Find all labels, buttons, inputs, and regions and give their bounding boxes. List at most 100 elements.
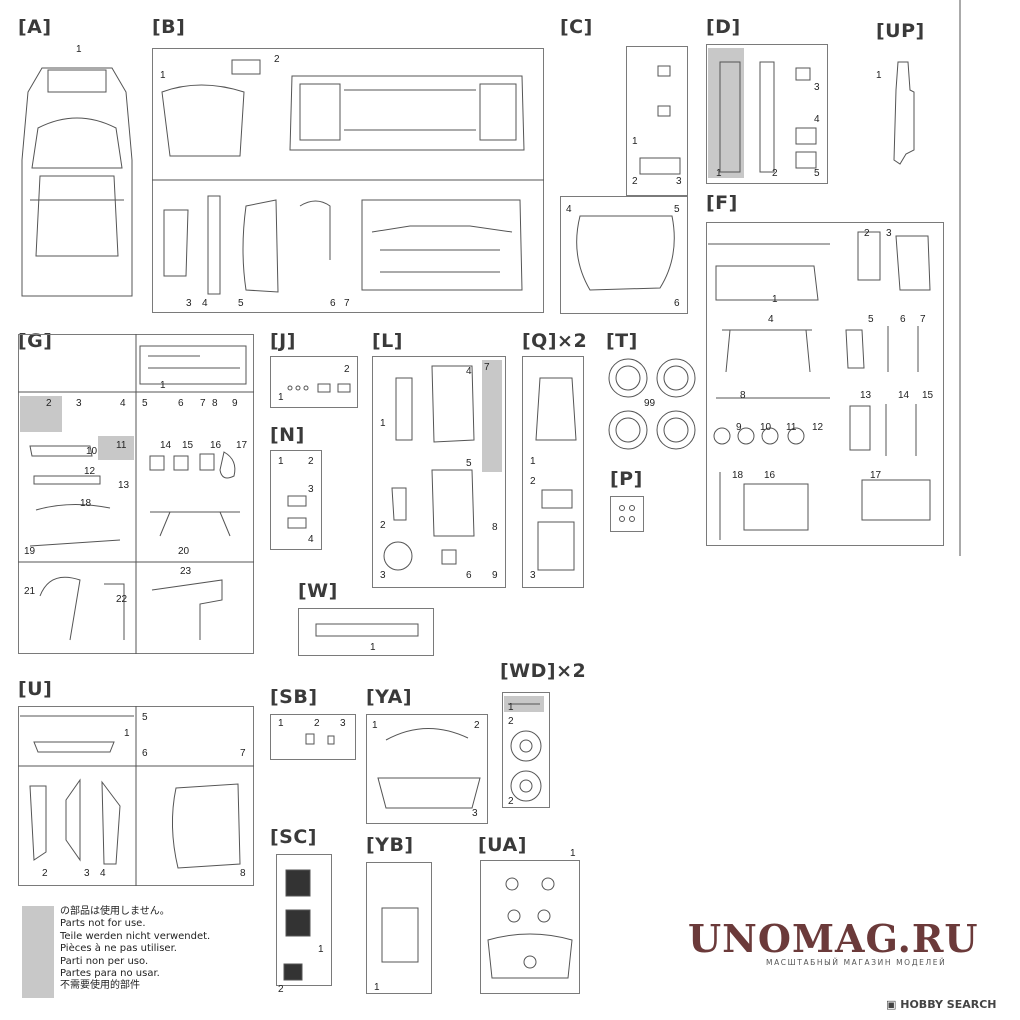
legend-ja: の部品は使用しません。 xyxy=(60,906,170,917)
part-num: 7 xyxy=(344,298,350,309)
part-num: 1 xyxy=(876,70,882,81)
part-num: 21 xyxy=(24,586,36,597)
part-num: 5 xyxy=(466,458,472,469)
part-num: 13 xyxy=(860,390,872,401)
part-num: 2 xyxy=(308,456,314,467)
part-num: 2 xyxy=(344,364,350,375)
part-num: 7 xyxy=(920,314,926,325)
hobby-search-label: HOBBY SEARCH xyxy=(900,998,997,1011)
sprue-label-wd: [WD]×2 xyxy=(500,660,587,682)
legend-it: Parti non per uso. xyxy=(60,955,149,967)
sprue-frame-sb xyxy=(270,714,356,760)
part-num: 1 xyxy=(632,136,638,147)
hobby-search-icon: ▣ xyxy=(886,998,897,1011)
part-num: 1 xyxy=(160,70,166,81)
part-num: 15 xyxy=(922,390,934,401)
part-num: 9 xyxy=(736,422,742,433)
part-num: 15 xyxy=(182,440,194,451)
sprue-label-t: [T] xyxy=(606,330,638,352)
part-num: 8 xyxy=(212,398,218,409)
sprue-frame-ya xyxy=(366,714,488,824)
part-num: 6 xyxy=(674,298,680,309)
part-num: 12 xyxy=(812,422,824,433)
part-num: 18 xyxy=(80,498,92,509)
part-num: 1 xyxy=(380,418,386,429)
unused-part-d1 xyxy=(708,48,744,178)
part-num: 3 xyxy=(84,868,90,879)
part-num: 3 xyxy=(76,398,82,409)
part-num: 18 xyxy=(732,470,744,481)
part-num: 2 xyxy=(274,54,280,65)
sprue-label-ua: [UA] xyxy=(478,834,527,856)
unused-part-g11 xyxy=(98,436,134,460)
part-num: 2 xyxy=(508,796,514,807)
part-num: 1 xyxy=(278,718,284,729)
part-num: 1 xyxy=(530,456,536,467)
sprue-frame-wd xyxy=(502,692,550,808)
part-num: 2 xyxy=(278,984,284,995)
part-num: 2 xyxy=(46,398,52,409)
sprue-label-sb: [SB] xyxy=(270,686,318,708)
part-num: 8 xyxy=(240,868,246,879)
part-num: 1 xyxy=(370,642,376,653)
part-num: 23 xyxy=(180,566,192,577)
part-num: 7 xyxy=(484,362,490,373)
sprue-frame-f xyxy=(706,222,944,546)
part-num: 1 xyxy=(278,392,284,403)
part-num: 14 xyxy=(898,390,910,401)
sprue-frame-l xyxy=(372,356,506,588)
part-num: 2 xyxy=(380,520,386,531)
part-num: 3 xyxy=(472,808,478,819)
part-num: 2 xyxy=(632,176,638,187)
part-num: 1 xyxy=(570,848,576,859)
part-num: 11 xyxy=(116,440,127,451)
part-num: 12 xyxy=(84,466,96,477)
part-num: 4 xyxy=(100,868,106,879)
part-num: 3 xyxy=(186,298,192,309)
part-num: 2 xyxy=(508,716,514,727)
sprue-frame-p xyxy=(610,496,644,532)
part-num: 6 xyxy=(330,298,336,309)
part-num: 20 xyxy=(178,546,190,557)
sprue-label-yb: [YB] xyxy=(366,834,414,856)
part-num: 9 xyxy=(492,570,498,581)
legend-zh: 不需要使用的部件 xyxy=(60,980,140,992)
part-num: 11 xyxy=(786,422,797,433)
part-num: 9 xyxy=(232,398,238,409)
part-num: 4 xyxy=(466,366,472,377)
sprue-label-g: [G] xyxy=(18,330,53,352)
part-num: 1 xyxy=(374,982,380,993)
part-num: 1 xyxy=(160,380,166,391)
sprue-label-f: [F] xyxy=(706,192,738,214)
part-num: 3 xyxy=(308,484,314,495)
part-num: 4 xyxy=(566,204,572,215)
part-num: 5 xyxy=(868,314,874,325)
part-num: 3 xyxy=(814,82,820,93)
hobby-search-logo: ▣ HOBBY SEARCH xyxy=(886,998,996,1011)
part-num: 6 xyxy=(142,748,148,759)
part-num: 7 xyxy=(240,748,246,759)
legend-en: Parts not for use. xyxy=(60,918,146,930)
sprue-label-j: [J] xyxy=(270,330,296,352)
part-num: 10 xyxy=(760,422,772,433)
part-num: 16 xyxy=(210,440,222,451)
part-num: 2 xyxy=(474,720,480,731)
unused-part-l7 xyxy=(482,360,502,472)
part-num: 5 xyxy=(674,204,680,215)
legend-es: Partes para no usar. xyxy=(60,968,160,980)
part-num: 8 xyxy=(740,390,746,401)
unused-part-g2 xyxy=(20,396,62,432)
sprue-label-u: [U] xyxy=(18,678,53,700)
part-num: 2 xyxy=(42,868,48,879)
part-num: 5 xyxy=(814,168,820,179)
sprue-label-n: [N] xyxy=(270,424,305,446)
part-num: 6 xyxy=(466,570,472,581)
part-num: 4 xyxy=(308,534,314,545)
part-num: 8 xyxy=(492,522,498,533)
part-num: 6 xyxy=(178,398,184,409)
part-num: 3 xyxy=(886,228,892,239)
part-num: 2 xyxy=(864,228,870,239)
part-num: 1 xyxy=(372,720,378,731)
legend-de: Teile werden nicht verwendet. xyxy=(60,930,211,942)
